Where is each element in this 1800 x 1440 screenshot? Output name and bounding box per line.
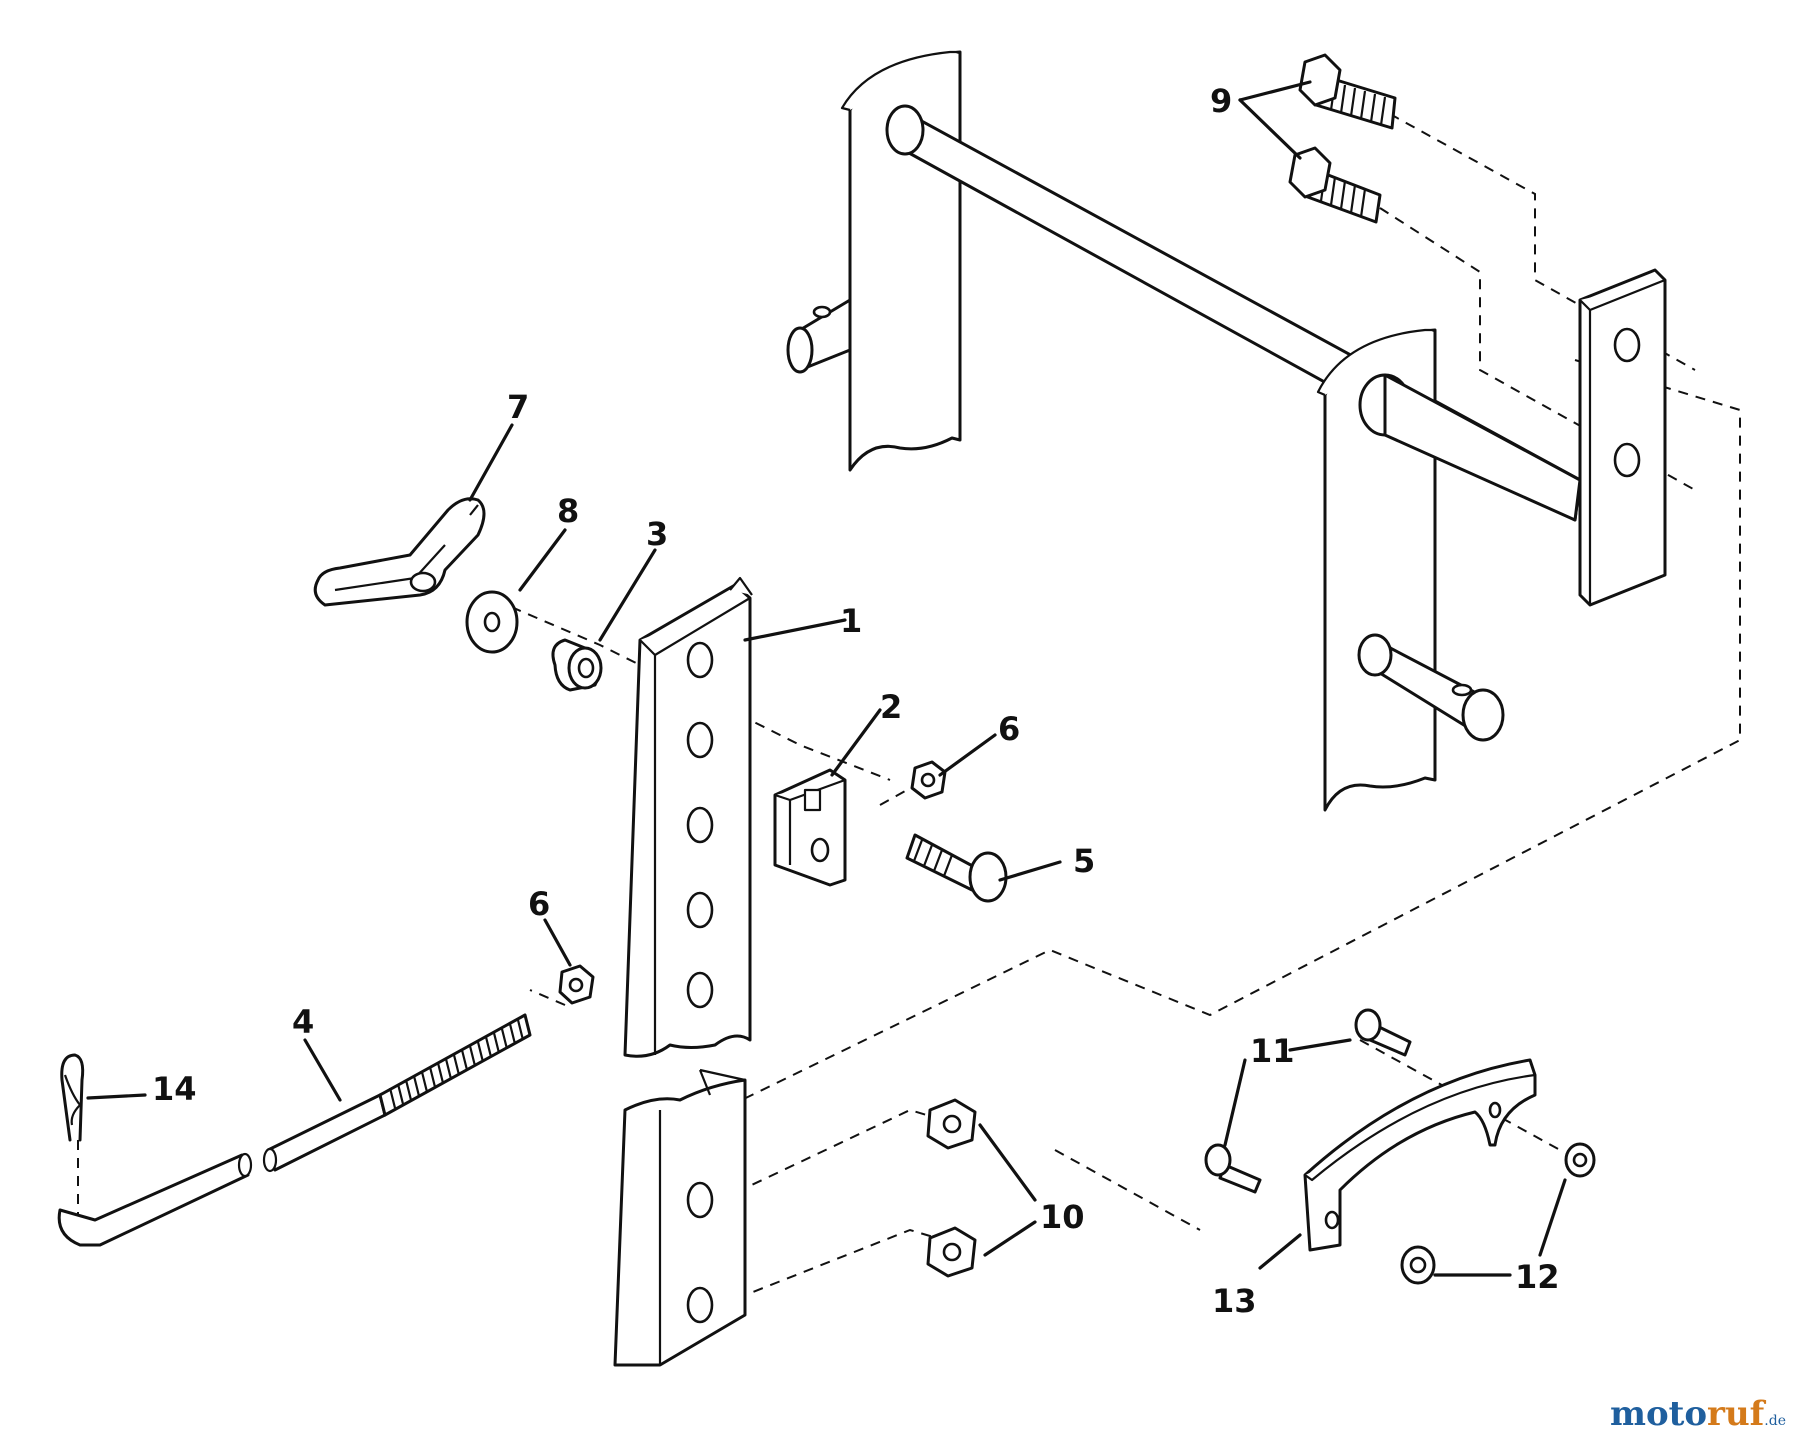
callout-6-lower: 6 [528,885,550,923]
bracket [773,768,847,887]
screw-11-upper [1354,1008,1412,1057]
nut-10-lower [926,1226,977,1278]
leader-lines [86,80,1567,1277]
callout-14: 14 [152,1070,197,1108]
callout-3: 3 [646,515,668,553]
bolt-9-upper [1298,53,1397,130]
callout-9: 9 [1210,82,1232,120]
callout-7: 7 [507,388,529,426]
carriage-bolt [905,833,1008,903]
frame-left-plate [786,50,962,472]
arm-upper-section [623,576,753,1058]
threaded-rod [57,1013,532,1247]
wing-lever [313,497,486,607]
callout-10: 10 [1040,1198,1085,1236]
quadrant-plate [1303,1058,1537,1252]
callout-5: 5 [1073,842,1095,880]
callout-2: 2 [880,688,902,726]
watermark-part-3: .de [1764,1413,1786,1429]
callout-13: 13 [1212,1282,1257,1320]
nut-10-upper [926,1098,977,1150]
watermark-part-2: ruf [1707,1394,1765,1434]
washer [465,590,519,654]
callout-6-upper: 6 [998,710,1020,748]
frame-right-plate [1316,328,1582,812]
flange-nut-12-lower [1400,1245,1436,1285]
bushing [551,638,603,692]
hair-pin [60,1053,85,1142]
nut-6-upper [910,760,947,800]
mounting-plate [1578,268,1667,607]
callout-12: 12 [1515,1258,1560,1296]
arm-lower-section [613,1068,747,1367]
callout-11: 11 [1250,1032,1295,1070]
callout-8: 8 [557,492,579,530]
screw-11-lower [1204,1143,1262,1194]
flange-nut-12-right [1564,1142,1596,1178]
bolt-9-lower [1288,146,1382,224]
callout-1: 1 [840,602,862,640]
watermark-part-1: moto [1609,1394,1708,1434]
nut-6-lower [558,964,595,1005]
watermark-logo: motoruf.de [1610,1394,1786,1434]
callouts: 1 2 3 4 5 6 6 7 8 9 10 11 12 13 14 [152,82,1560,1320]
callout-4: 4 [292,1003,314,1041]
